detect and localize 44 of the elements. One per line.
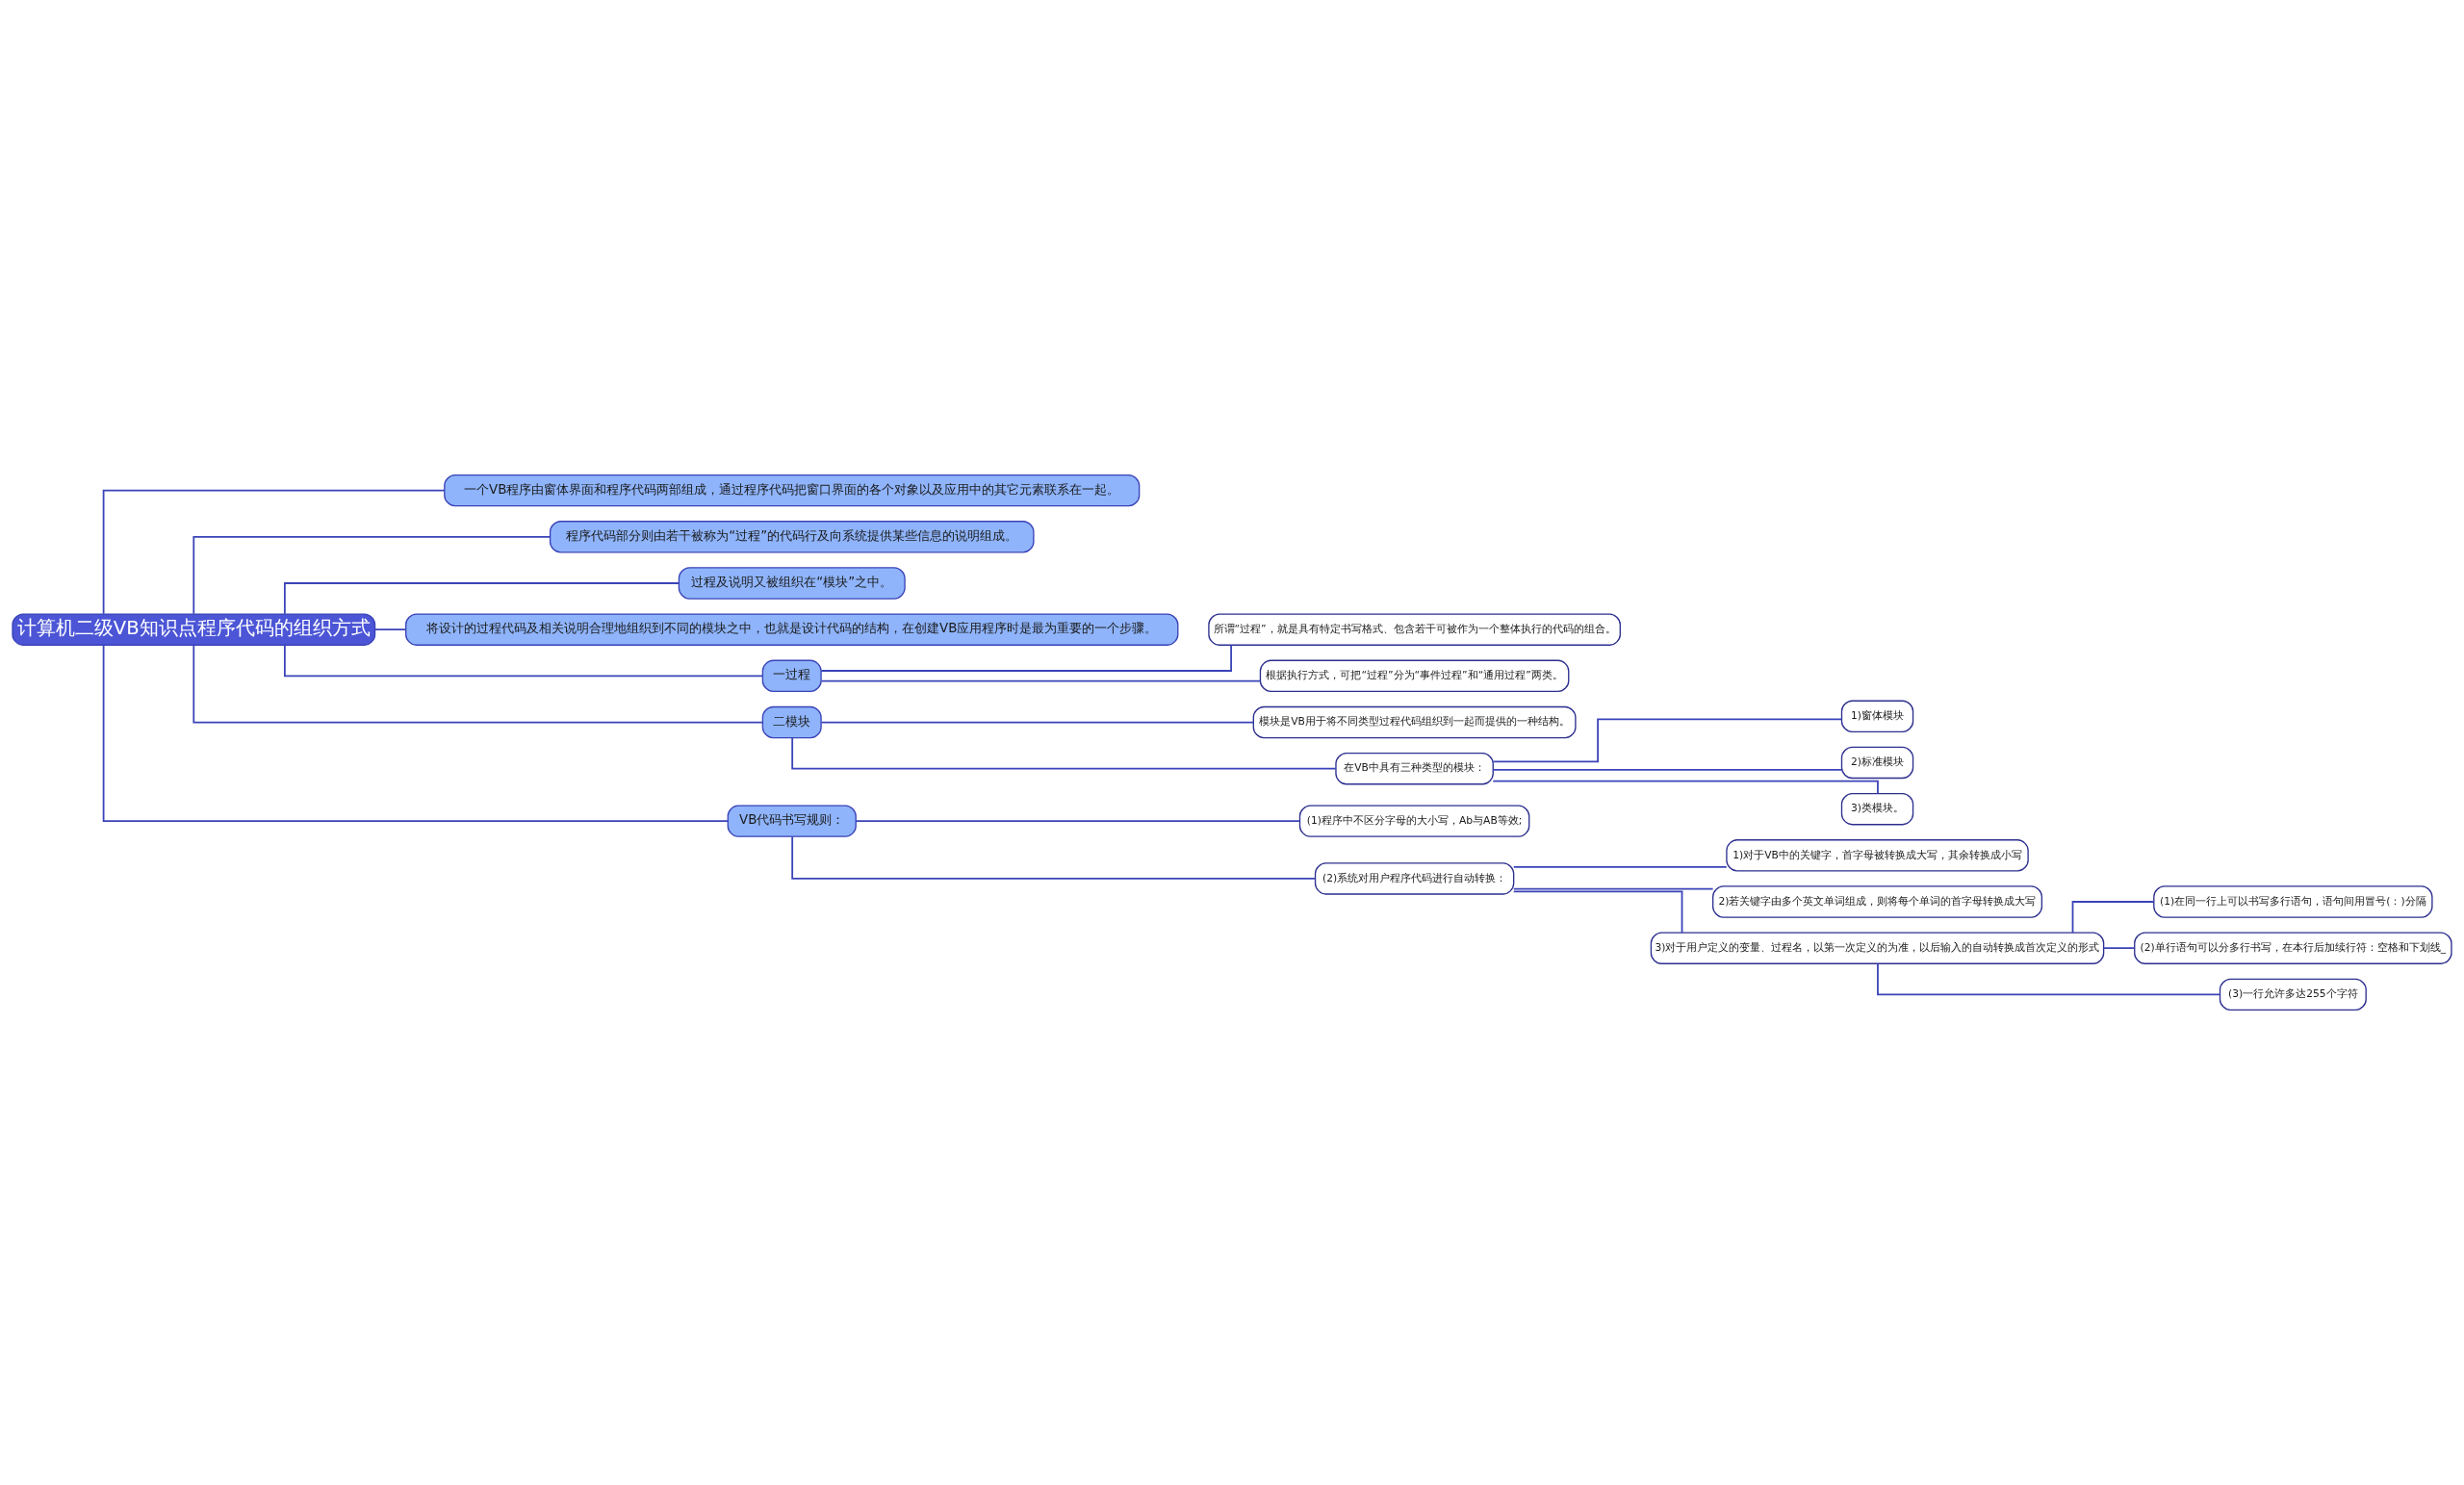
- connector: [820, 721, 1254, 724]
- connector: [1492, 769, 1843, 771]
- node-box: (1)在同一行上可以书写多行语句，语句间用冒号(：)分隔: [2153, 885, 2433, 918]
- node-box: 过程及说明又被组织在“模块”之中。: [678, 567, 906, 600]
- connector: [192, 644, 764, 724]
- node-box: (1)程序中不区分字母的大小写，Ab与AB等效;: [1298, 805, 1530, 837]
- connector: [1512, 866, 1728, 868]
- connector: [1512, 890, 1683, 934]
- node-box: 2)若关键字由多个英文单词组成，则将每个单词的首字母转换成大写: [1712, 885, 2043, 918]
- node-box: 1)对于VB中的关键字，首字母被转换成大写，其余转换成小写: [1726, 839, 2029, 872]
- node-box: 根据执行方式，可把“过程”分为“事件过程”和“通用过程”两类。: [1259, 659, 1570, 693]
- connector: [2102, 947, 2136, 950]
- connector: [1492, 718, 1843, 763]
- connector: [1492, 780, 1879, 795]
- node-box: 所谓“过程”，就是具有特定书写格式、包含若干可被作为一个整体执行的代码的组合。: [1208, 613, 1621, 646]
- node-box: 计算机二级VB知识点程序代码的组织方式: [12, 613, 376, 646]
- connector: [102, 489, 446, 615]
- connector: [284, 644, 763, 678]
- connector: [820, 679, 1262, 682]
- node-box: 3)对于用户定义的变量、过程名，以第一次定义的为准，以后输入的自动转换成首次定义的形式: [1650, 932, 2105, 964]
- connector: [373, 628, 407, 631]
- node-box: VB代码书写规则：: [727, 805, 857, 837]
- connector: [102, 644, 729, 823]
- node-box: 模块是VB用于将不同类型过程代码组织到一起而提供的一种结构。: [1252, 705, 1577, 739]
- connector: [1512, 887, 1714, 890]
- node-box: 将设计的过程代码及相关说明合理地组织到不同的模块之中，也就是设计代码的结构，在创建VB应用程序时是最为重要的一个步骤。: [405, 613, 1179, 646]
- node-box: 2)标准模块: [1840, 746, 1914, 780]
- connector: [855, 820, 1301, 823]
- node-box: (3)一行允许多达255个字符: [2219, 978, 2367, 1011]
- node-box: 程序代码部分则由若干被称为“过程”的代码行及向系统提供某些信息的说明组成。: [549, 521, 1035, 553]
- connector: [2071, 901, 2155, 934]
- connector: [791, 835, 1317, 880]
- node-box: (2)系统对用户程序代码进行自动转换：: [1314, 862, 1515, 895]
- node-box: 3)类模块。: [1840, 792, 1914, 826]
- connector: [284, 582, 680, 615]
- connector: [791, 736, 1337, 770]
- node-box: 在VB中具有三种类型的模块：: [1335, 753, 1494, 785]
- node-box: 二模块: [761, 705, 822, 739]
- node-box: (2)单行语句可以分多行书写，在本行后加续行符：空格和下划线_: [2134, 932, 2452, 964]
- connector: [192, 535, 552, 615]
- node-box: 一过程: [761, 659, 822, 693]
- node-box: 1)窗体模块: [1840, 700, 1914, 732]
- node-box: 一个VB程序由窗体界面和程序代码两部组成，通过程序代码把窗口界面的各个对象以及应用中的其它元素联系在一起。: [444, 474, 1141, 507]
- connector: [820, 644, 1232, 672]
